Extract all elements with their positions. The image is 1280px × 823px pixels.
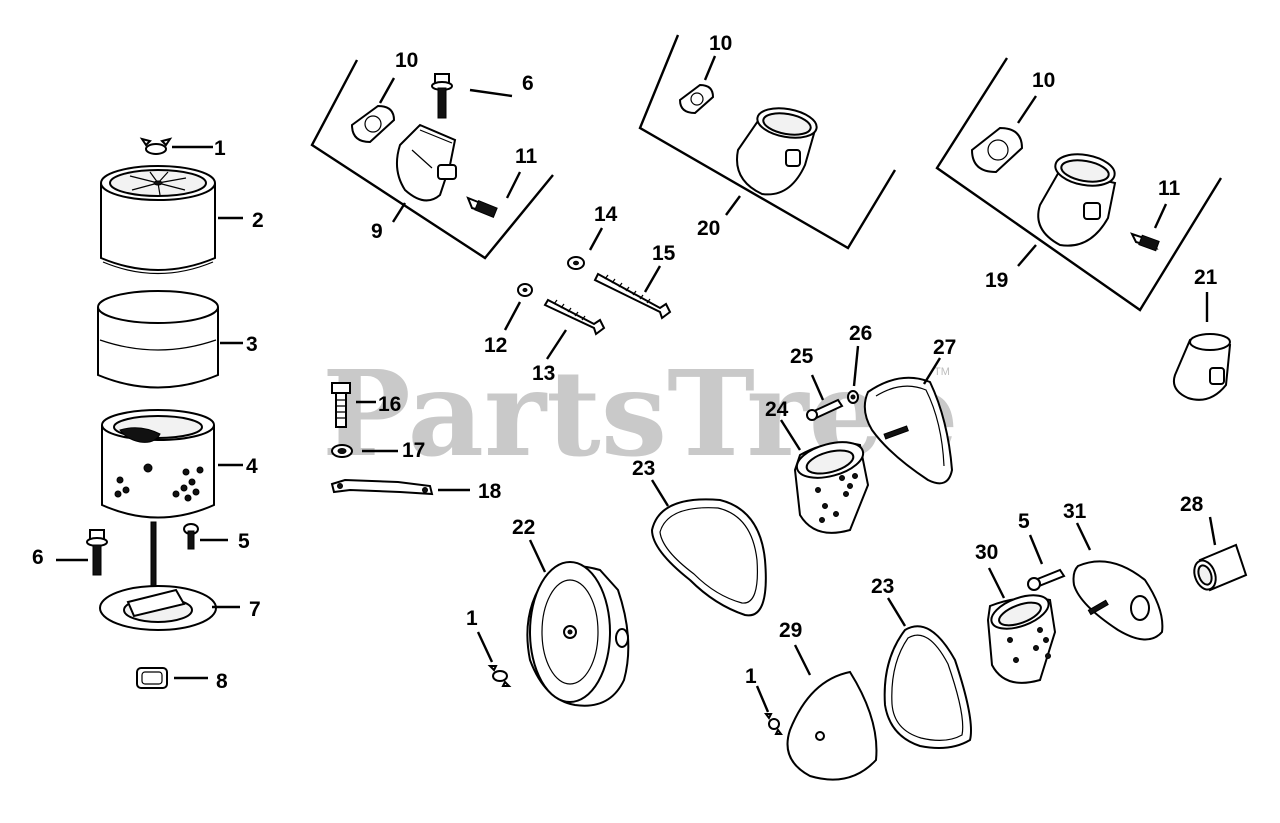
label-8: 8: [216, 670, 228, 693]
label-25: 25: [790, 345, 814, 368]
part-8-gasket-small[interactable]: [136, 667, 168, 689]
part-number-labels: 1 2 3 4 5 6 7 8 9 10 6 11 10 20 10 11 19…: [32, 32, 1218, 693]
part-13-screw[interactable]: [543, 298, 606, 336]
label-6-top: 6: [522, 72, 534, 95]
part-7-base-plate-with-stud[interactable]: [99, 521, 217, 631]
part-22-round-air-cleaner-cover[interactable]: [526, 561, 630, 707]
label-1-top: 1: [214, 137, 226, 160]
box-20-outline: [638, 34, 897, 250]
part-1-wing-nut-lower-right[interactable]: [764, 713, 783, 735]
part-23-gasket-right[interactable]: [883, 625, 972, 749]
part-6-bolt-left[interactable]: [86, 529, 108, 576]
label-13: 13: [532, 362, 555, 385]
label-5-left: 5: [238, 530, 250, 553]
part-3-precleaner-element[interactable]: [97, 290, 219, 389]
label-21: 21: [1194, 266, 1218, 289]
part-23-gasket-left[interactable]: [650, 498, 767, 617]
part-15-long-screw[interactable]: [593, 272, 672, 320]
part-14-washer[interactable]: [567, 256, 585, 270]
part-4-air-filter-element[interactable]: [101, 409, 215, 519]
part-31-base-plate-oval[interactable]: [1072, 560, 1164, 641]
label-20: 20: [697, 217, 720, 240]
part-25-screw[interactable]: [806, 398, 844, 421]
label-17: 17: [402, 439, 425, 462]
box-19-outline: [935, 57, 1223, 312]
label-26: 26: [849, 322, 872, 345]
label-30: 30: [975, 541, 998, 564]
label-27: 27: [933, 336, 956, 359]
label-23-right: 23: [871, 575, 894, 598]
label-14: 14: [594, 203, 618, 226]
label-12: 12: [484, 334, 507, 357]
part-20-elbow-adapter-large[interactable]: [736, 104, 819, 196]
label-16: 16: [378, 393, 401, 416]
label-22: 22: [512, 516, 535, 539]
part-16-bolt[interactable]: [331, 382, 351, 428]
label-19: 19: [985, 269, 1008, 292]
label-31: 31: [1063, 500, 1087, 523]
label-15: 15: [652, 242, 676, 265]
part-12-nut[interactable]: [517, 283, 533, 297]
part-19-elbow-adapter-large-right[interactable]: [1037, 150, 1117, 247]
part-29-oval-air-cleaner-cover[interactable]: [786, 670, 878, 781]
label-2: 2: [252, 209, 264, 232]
part-28-tube-connector[interactable]: [1190, 543, 1248, 593]
label-1-lower-left: 1: [466, 607, 478, 630]
label-1-lower-right: 1: [745, 665, 757, 688]
label-11-box-9: 11: [515, 145, 538, 168]
part-9-elbow-adapter-small[interactable]: [395, 123, 457, 202]
label-10-box-19: 10: [1032, 69, 1055, 92]
label-28: 28: [1180, 493, 1204, 516]
label-10-box-20: 10: [709, 32, 732, 55]
part-1-wing-nut-top[interactable]: [139, 137, 173, 155]
part-5-screw-left[interactable]: [183, 523, 199, 550]
label-7: 7: [249, 598, 261, 621]
box-9-outline: [310, 59, 554, 260]
part-5-screw-right[interactable]: [1027, 568, 1066, 591]
part-24-filter-element-oval[interactable]: [793, 436, 870, 534]
part-10-gasket-box-9[interactable]: [350, 104, 396, 144]
part-1-wing-nut-lower-left[interactable]: [487, 665, 512, 687]
trademark-mark: TM: [934, 366, 950, 378]
part-21-elbow-adapter-small-right[interactable]: [1172, 333, 1232, 401]
label-6-left: 6: [32, 546, 44, 569]
label-11-box-19: 11: [1158, 177, 1181, 200]
part-30-filter-element-oval[interactable]: [986, 589, 1057, 684]
part-27-base-plate-oval[interactable]: [863, 376, 954, 485]
part-11-fitting-box-9[interactable]: [466, 196, 498, 219]
part-11-fitting-box-19[interactable]: [1130, 232, 1160, 252]
label-9: 9: [371, 220, 383, 243]
label-24: 24: [765, 398, 789, 421]
label-4: 4: [246, 455, 258, 478]
part-17-lock-washer[interactable]: [331, 444, 353, 458]
part-6-bolt-top[interactable]: [431, 73, 453, 119]
label-3: 3: [246, 333, 258, 356]
part-18-bracket[interactable]: [330, 478, 434, 496]
label-29: 29: [779, 619, 802, 642]
label-5-right: 5: [1018, 510, 1030, 533]
part-10-gasket-box-20[interactable]: [678, 83, 715, 115]
label-23-left: 23: [632, 457, 655, 480]
label-10-box-9: 10: [395, 49, 418, 72]
part-26-nut[interactable]: [847, 390, 859, 404]
label-18: 18: [478, 480, 502, 503]
part-2-air-cleaner-cover[interactable]: [100, 165, 216, 275]
part-10-gasket-box-19[interactable]: [970, 126, 1024, 174]
